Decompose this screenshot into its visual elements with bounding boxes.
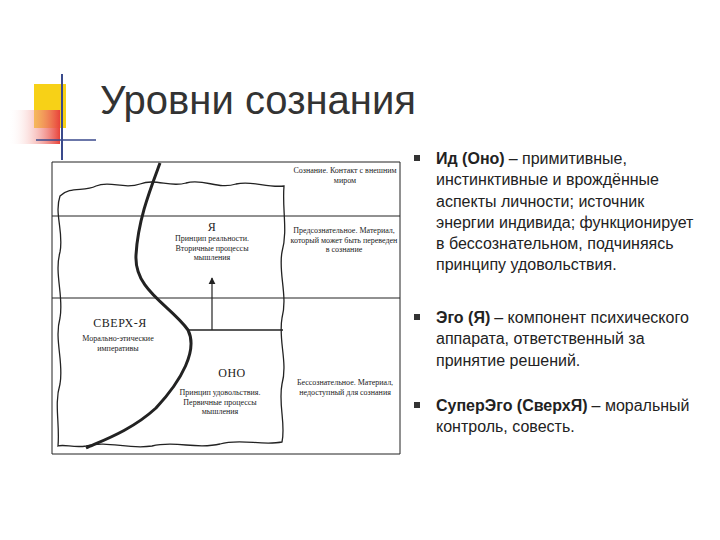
superego-boundary [86, 163, 191, 448]
ego-id-boundary [188, 329, 283, 331]
term: Ид (Оно) [436, 150, 505, 167]
frame [52, 162, 400, 454]
region-note: Принцип реальности. Вторичные процессы м… [160, 234, 264, 263]
zone-label: Сознание. Контакт с внешним миром [292, 166, 398, 185]
bullet-item: СуперЭго (СверхЯ)– моральный контроль, с… [414, 395, 706, 438]
region-note: Морально-этические императивы [62, 334, 174, 353]
bullet-item: Ид (Оно)– примитивные, инстинктивные и в… [414, 148, 706, 276]
deco-gradient [8, 110, 60, 144]
zone-label: Предсознательное. Материал, который може… [290, 226, 398, 255]
ego-arrow [211, 278, 212, 330]
region-name: Я [200, 220, 224, 234]
region-name: СВЕРХ-Я [84, 316, 156, 330]
psyche-outline [57, 182, 284, 447]
term: СуперЭго (СверхЯ) [436, 397, 588, 414]
zone-label: Бессознательное. Материал, недоступный д… [292, 378, 398, 397]
region-note: Принцип удовольствия. Первичные процессы… [166, 388, 274, 417]
deco-line [61, 74, 63, 160]
bullet-square [414, 314, 420, 320]
definition: – примитивные, инстинктивные и врождённы… [436, 150, 693, 273]
region-name: ОНО [214, 366, 250, 380]
bullet-square [414, 155, 420, 161]
deco-line [36, 139, 96, 141]
term: Эго (Я) [436, 309, 490, 326]
bullet-item: Эго (Я)– компонент психического аппарата… [414, 307, 706, 371]
slide-title: Уровни сознания [100, 78, 416, 123]
bullet-square [414, 402, 420, 408]
